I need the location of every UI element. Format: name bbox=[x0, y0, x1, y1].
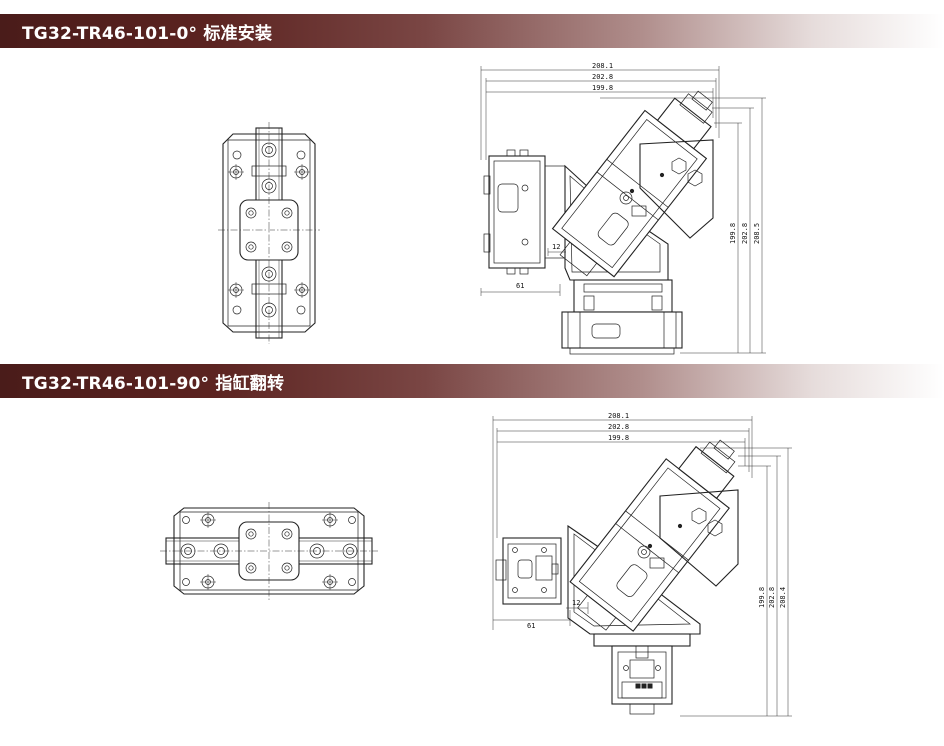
dim-overall-width-3: 199.8 bbox=[592, 84, 613, 92]
dim-overall-width-2: 202.8 bbox=[608, 423, 629, 431]
section-banner-flipped: TG32-TR46-101-90° 指缸翻转 bbox=[0, 364, 944, 398]
section-title: TG32-TR46-101-90° 指缸翻转 bbox=[22, 373, 285, 394]
dim-overall-width-3: 199.8 bbox=[608, 434, 629, 442]
dim-height-3: 208.4 bbox=[779, 587, 787, 608]
dim-overall-width-1: 208.1 bbox=[592, 62, 613, 70]
dim-overall-width-2: 202.8 bbox=[592, 73, 613, 81]
dim-height-3: 208.5 bbox=[753, 223, 761, 244]
dim-height-1: 199.8 bbox=[758, 587, 766, 608]
dim-overall-width-1: 208.1 bbox=[608, 412, 629, 420]
side-view-drawing: 208.1 202.8 199.8 199.8 202.8 208.4 12 6… bbox=[492, 412, 792, 717]
section-flipped-drawings: 208.1 202.8 199.8 199.8 202.8 208.4 12 6… bbox=[160, 412, 792, 717]
top-view-drawing bbox=[160, 502, 378, 600]
section-title: TG32-TR46-101-0° 标准安装 bbox=[22, 23, 273, 44]
dim-offset-12: 12 bbox=[552, 243, 560, 251]
section-banner-standard: TG32-TR46-101-0° 标准安装 bbox=[0, 14, 944, 48]
dim-height-1: 199.8 bbox=[729, 223, 737, 244]
top-view-drawing bbox=[218, 122, 320, 344]
side-view-drawing: 208.1 202.8 199.8 199.8 202.8 208.5 12 6… bbox=[480, 62, 766, 355]
dim-offset-12: 12 bbox=[572, 599, 580, 607]
dim-offset-61: 61 bbox=[527, 622, 535, 630]
dim-height-2: 202.8 bbox=[768, 587, 776, 608]
dim-offset-61: 61 bbox=[516, 282, 524, 290]
section-standard-drawings: 208.1 202.8 199.8 199.8 202.8 208.5 12 6… bbox=[218, 62, 766, 355]
dim-height-2: 202.8 bbox=[741, 223, 749, 244]
